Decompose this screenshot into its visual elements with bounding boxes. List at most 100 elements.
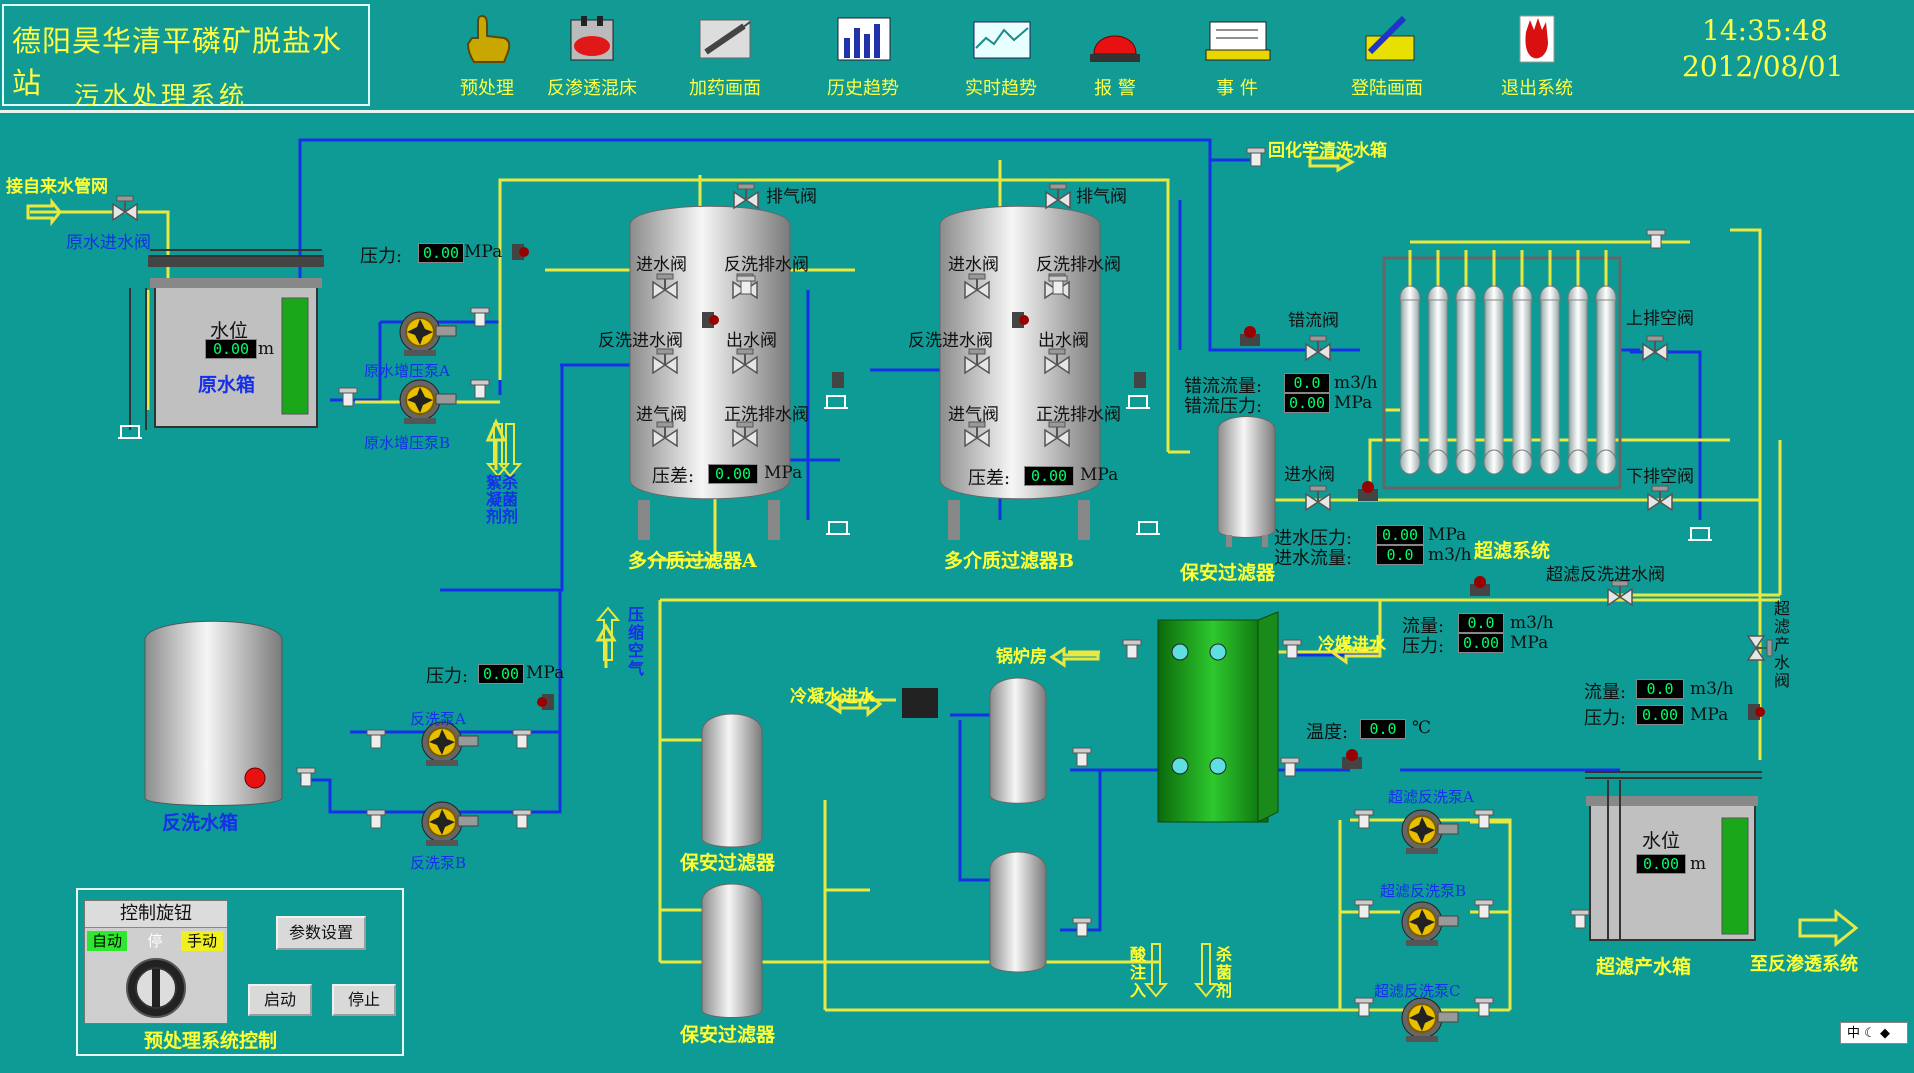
label-filter-b-inlet: 进水阀 (948, 255, 999, 275)
uf-membrane-5 (1511, 250, 1533, 475)
uf-backwash-pump-b[interactable] (1401, 901, 1459, 947)
uf-upper-vent-valve[interactable] (1642, 335, 1668, 361)
mixed-bed-icon (570, 16, 614, 61)
label-boiler-room: 锅炉房 (996, 647, 1047, 667)
raw-water-inlet-valve[interactable] (112, 195, 138, 221)
unit-mpa: MPa (464, 242, 503, 262)
sample-tap-22[interactable] (1570, 909, 1590, 929)
sample-tap-13[interactable] (1072, 747, 1092, 767)
label-filter-a-dp: 压差: (652, 466, 695, 487)
nav-button-login[interactable]: 登陆画面 (1332, 12, 1442, 99)
label-flocculant: 絮杀凝菌剂剂 (486, 473, 519, 526)
backwash-water-tank (144, 620, 283, 806)
sample-tap-14[interactable] (1072, 917, 1092, 937)
sample-tap-18[interactable] (1354, 997, 1374, 1017)
filter-a-exhaust-valve[interactable] (733, 183, 759, 209)
sample-tap-3[interactable] (470, 379, 490, 399)
flow-arrows (26, 151, 1859, 948)
label-raw-water-inlet-valve: 原水进水阀 (66, 233, 151, 253)
unit-m3h: m3/h (1510, 613, 1554, 633)
mode-manual[interactable]: 手动 (181, 931, 223, 951)
sample-tap-21[interactable] (1474, 997, 1494, 1017)
label-filter-a-inlet: 进水阀 (636, 255, 687, 275)
sample-tap-11[interactable] (1122, 639, 1142, 659)
backwash-pump-b[interactable] (421, 801, 479, 847)
label-filter-a-bw-inlet: 反洗进水阀 (598, 331, 683, 351)
uf-product-valve[interactable] (1747, 635, 1773, 661)
label-mmf-a: 多介质过滤器A (628, 550, 757, 572)
label-security-filter-uf: 保安过滤器 (1180, 562, 1276, 584)
label-raw-water-tank: 原水箱 (198, 374, 256, 396)
security-filter-1 (701, 713, 763, 848)
uf-lower-vent-valve[interactable] (1647, 485, 1673, 511)
sample-tap-1[interactable] (338, 387, 358, 407)
sample-tap-20[interactable] (1474, 899, 1494, 919)
sample-tap-15[interactable] (1280, 757, 1300, 777)
label-cross-pressure: 错流压力: (1184, 396, 1263, 417)
syringe-icon (699, 19, 751, 59)
label-filter-b-bw-inlet: 反洗进水阀 (908, 331, 993, 351)
label-mmf-b: 多介质过滤器B (944, 550, 1075, 572)
label-uf-bw-pump-a: 超滤反洗泵A (1388, 788, 1474, 806)
stop-button[interactable]: 停止 (332, 984, 396, 1016)
nav-button-alarm[interactable]: 报 警 (1060, 12, 1170, 99)
mode-stop[interactable]: 停 (147, 932, 163, 950)
sample-tap-4[interactable] (1246, 147, 1266, 167)
label-pressure-top: 压力: (360, 246, 403, 267)
product-pressure-value: 0.00 (1636, 705, 1684, 725)
drain-filter-b (1135, 521, 1161, 535)
nav-button-events[interactable]: 事 件 (1182, 12, 1292, 99)
nav-button-dosing[interactable]: 加药画面 (670, 12, 780, 99)
mode-auto[interactable]: 自动 (87, 931, 127, 951)
nav-button-history-trend[interactable]: 历史趋势 (808, 12, 918, 99)
filter-b-exhaust-valve[interactable] (1045, 183, 1071, 209)
uf-backwash-pump-c[interactable] (1401, 997, 1459, 1043)
uf-membrane-1 (1399, 250, 1421, 475)
sample-tap-17[interactable] (1354, 899, 1374, 919)
title-box: 德阳昊华清平磷矿脱盐水站 污水处理系统 (2, 4, 370, 110)
unit-mpa: MPa (526, 663, 565, 683)
unit-m: m (258, 339, 275, 359)
ime-indicator[interactable]: 中 ☾ ◆ (1840, 1022, 1908, 1044)
nav-button-exit[interactable]: 退出系统 (1482, 12, 1592, 99)
cross-flow-valve[interactable] (1305, 335, 1331, 361)
raw-water-tank (129, 249, 324, 430)
raw-water-pump-b[interactable] (399, 379, 457, 425)
condensate-tank-1 (989, 677, 1047, 804)
product-tank-level-value: 0.00 (1636, 854, 1686, 874)
label-filter-b-outlet: 出水阀 (1038, 331, 1089, 351)
uf-backwash-pump-a[interactable] (1401, 809, 1459, 855)
drain-uf (1687, 527, 1713, 541)
label-uf-system: 超滤系统 (1474, 540, 1551, 562)
sample-tap-8[interactable] (366, 809, 386, 829)
sample-tap-10[interactable] (512, 809, 532, 829)
nav-button-ro-mixed-bed[interactable]: 反渗透混床 (537, 12, 647, 99)
sample-tap-6[interactable] (296, 767, 316, 787)
sample-tap-7[interactable] (366, 729, 386, 749)
uf-inlet-valve[interactable] (1305, 485, 1331, 511)
pressure-top-value: 0.00 (418, 243, 464, 263)
sample-tap-9[interactable] (512, 729, 532, 749)
raw-tank-level-value: 0.00 (205, 339, 257, 359)
label-product-tank-level: 水位 (1642, 830, 1681, 852)
label-raw-pump-a: 原水增压泵A (364, 362, 450, 380)
nav-button-pretreatment[interactable]: 预处理 (432, 12, 542, 99)
label-uf-bw-pump-b: 超滤反洗泵B (1380, 882, 1467, 900)
raw-water-pump-a[interactable] (399, 311, 457, 357)
label-bw-pump-a: 反洗泵A (410, 710, 466, 728)
actuator-valves (512, 244, 1765, 769)
sample-tap-5[interactable] (1646, 229, 1666, 249)
nav-button-realtime-trend[interactable]: 实时趋势 (946, 12, 1056, 99)
condensate-tank-2 (989, 851, 1047, 973)
clock-date: 2012/08/01 (1682, 50, 1844, 83)
control-panel-title: 预处理系统控制 (144, 1030, 278, 1052)
drain-filter-a (825, 521, 851, 535)
start-button[interactable]: 启动 (248, 984, 312, 1016)
label-compressed-air: 压缩空气 (628, 605, 645, 678)
control-knob-title: 控制旋钮 (85, 901, 227, 928)
rotary-knob-icon[interactable] (125, 957, 187, 1019)
alarm-light-icon (1090, 35, 1140, 62)
bar-chart-icon (837, 17, 891, 61)
hand-pointer-icon (466, 14, 511, 63)
params-settings-button[interactable]: 参数设置 (276, 916, 366, 950)
